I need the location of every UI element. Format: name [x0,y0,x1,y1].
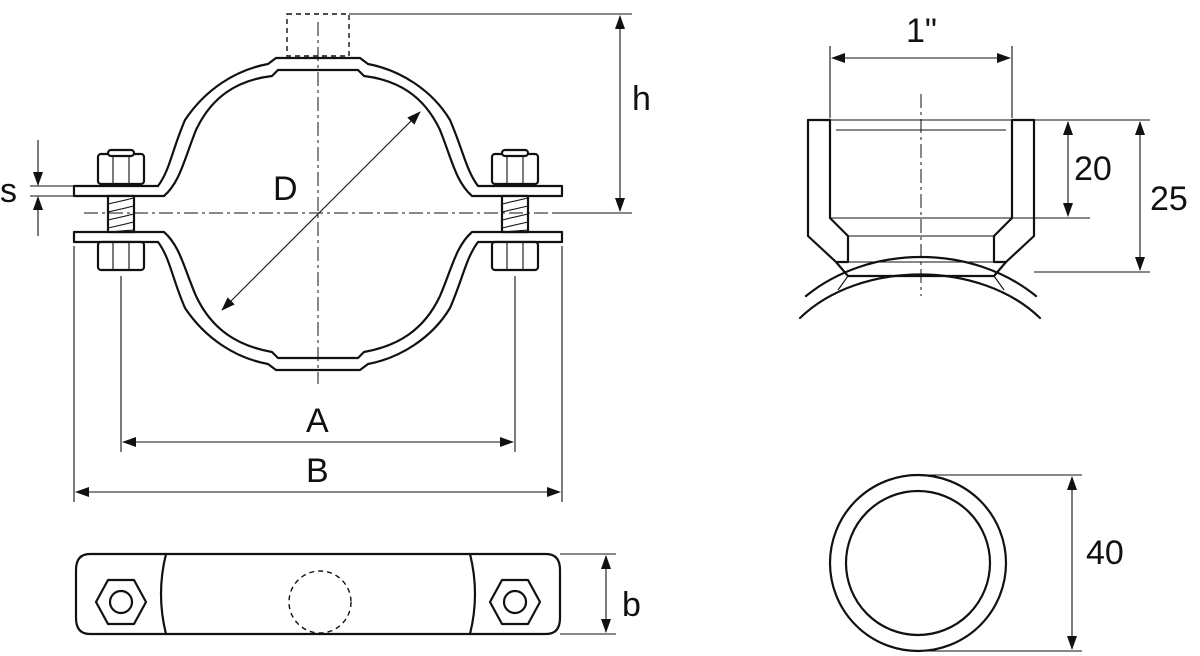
socket-outer-ring [828,473,1008,653]
clamp-top-view: b [74,552,641,636]
strip-outline [74,552,562,636]
clamp-front-view: h s D A B [0,13,651,502]
socket-left-wall [806,118,850,264]
socket-plan-view: 40 [828,473,1124,653]
socket-right-wall [992,118,1036,264]
dim-D-label: D [273,170,298,208]
left-bolt-assembly [96,148,146,272]
socket-inner-ring [844,489,992,637]
dim-25-label: 25 [1150,180,1188,218]
left-hex-nut [94,578,148,626]
dim-thread-label: 1" [906,12,937,50]
dim-20-label: 20 [1074,150,1112,188]
upper-clamp-band [72,56,564,198]
pipe-surface [798,273,1042,320]
dim-B-label: B [306,452,329,490]
hidden-socket-hole [288,570,352,634]
right-bolt-assembly [490,148,540,272]
dim-b-label: b [622,586,641,624]
dim-A-label: A [306,402,329,440]
dim-40-label: 40 [1086,534,1124,572]
dim-h-label: h [632,80,651,118]
dim-D-line [221,111,421,311]
lower-clamp-band [72,230,564,372]
dim-s-label: s [0,172,17,210]
socket-section-view: 1" 20 25 [798,12,1188,320]
right-hex-nut [488,578,542,626]
